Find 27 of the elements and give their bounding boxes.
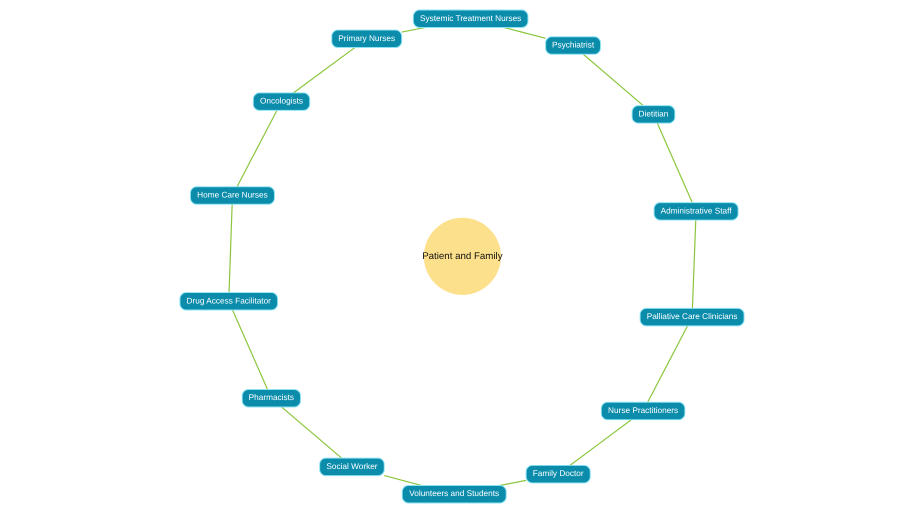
connector — [292, 47, 355, 94]
connector — [228, 204, 232, 292]
node-box: Dietitian — [631, 105, 675, 124]
connector — [232, 310, 268, 390]
node-box: Drug Access Facilitator — [178, 292, 278, 311]
node-box: Family Doctor — [525, 464, 590, 484]
node-box: Home Care Nurses — [189, 186, 274, 205]
connector — [499, 480, 526, 486]
node-box: Primary Nurses — [330, 30, 402, 48]
node-box: Psychiatrist — [544, 36, 600, 55]
connector — [280, 406, 342, 459]
connector — [656, 122, 692, 203]
node-box: Systemic Treatment Nurses — [412, 10, 528, 28]
connector — [691, 220, 696, 308]
connector — [384, 474, 422, 486]
connector — [569, 419, 632, 466]
node-box: Nurse Practitioners — [600, 402, 685, 420]
node-box: Volunteers and Students — [401, 485, 506, 504]
node-box: Palliative Care Clinicians — [639, 308, 744, 326]
node-box: Administrative Staff — [653, 202, 738, 221]
node-box: Pharmacists — [241, 389, 300, 408]
node-circle: Patient and Family — [423, 218, 500, 295]
node-box: Oncologists — [252, 92, 310, 111]
connector — [582, 54, 644, 106]
connector — [236, 110, 277, 187]
node-box: Social Worker — [318, 458, 384, 476]
connector — [646, 326, 688, 402]
